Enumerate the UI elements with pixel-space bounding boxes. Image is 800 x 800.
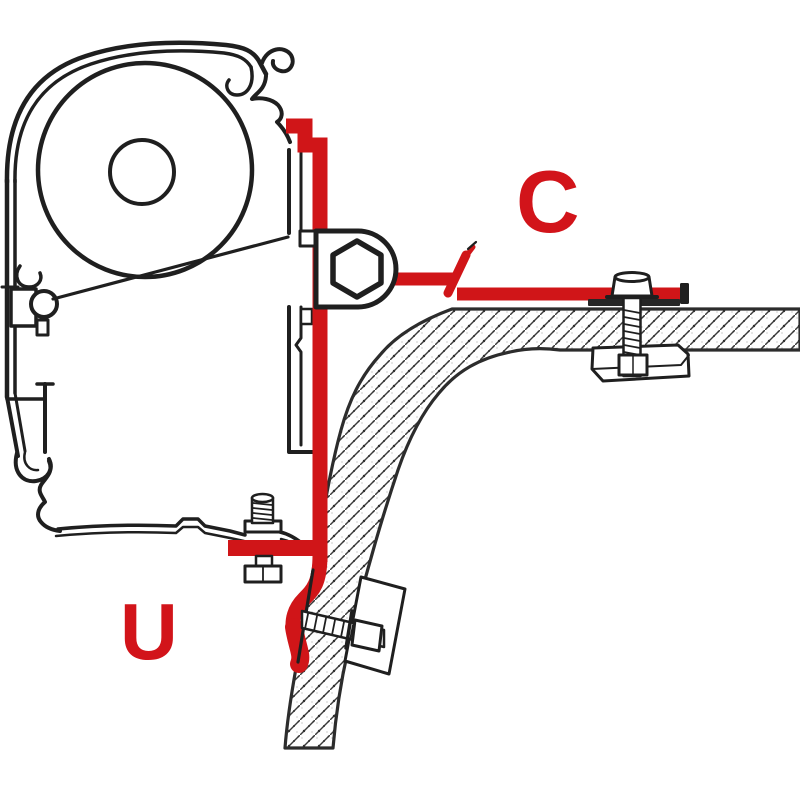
case-top-inner-line: [13, 49, 253, 184]
van-wall-section: [283, 307, 800, 750]
support-wheel: [29, 289, 59, 319]
wall-screw-assembly: [300, 575, 407, 676]
hex-bolt: [330, 238, 384, 300]
roller-core: [108, 138, 176, 206]
case-right-bump: [299, 307, 314, 326]
fabric-line: [51, 235, 290, 301]
wheel-hook: [15, 264, 43, 289]
case-left-slant-outer: [5, 395, 20, 458]
roof-screw-assembly: [588, 271, 691, 383]
u-bracket-vertical: [286, 118, 328, 562]
break-tip-tick: [466, 240, 478, 251]
case-top-hook: [260, 47, 295, 74]
label-u: U: [120, 587, 178, 676]
break-symbol: [443, 250, 471, 298]
case-right-inner-lower: [294, 305, 303, 447]
c-rail-end-cap: [680, 283, 689, 304]
case-bottom-foot: [36, 459, 62, 533]
part-labels: C U: [120, 152, 580, 676]
bottom-rail-top-line: [56, 517, 247, 537]
case-right-outer-lower: [287, 305, 315, 454]
wheel-tab: [35, 318, 50, 337]
lead-rail-hook-inner: [23, 450, 40, 472]
rail-stud-cap: [250, 492, 275, 504]
awning-case-profile: [0, 40, 315, 551]
wall-hatched-band: [283, 307, 800, 750]
rail-stud-threads: [252, 502, 273, 521]
wall-screw-washer: [344, 609, 354, 650]
case-mouth-pocket: [225, 65, 254, 97]
bottom-rail-bottom-line: [54, 525, 246, 543]
break-symbol-tip: [461, 244, 476, 262]
rail-stud-assembly: [243, 492, 283, 584]
gutter-profile: [250, 74, 292, 144]
adapter-brackets: [228, 118, 683, 673]
mounting-bolt-plate: [298, 228, 399, 310]
case-top-outer-line: [4, 40, 269, 185]
label-c: C: [516, 152, 580, 251]
case-left-slant-inner: [13, 391, 27, 453]
wall-screw-nut: [350, 618, 384, 653]
roof-screw-head-cap: [613, 271, 651, 283]
